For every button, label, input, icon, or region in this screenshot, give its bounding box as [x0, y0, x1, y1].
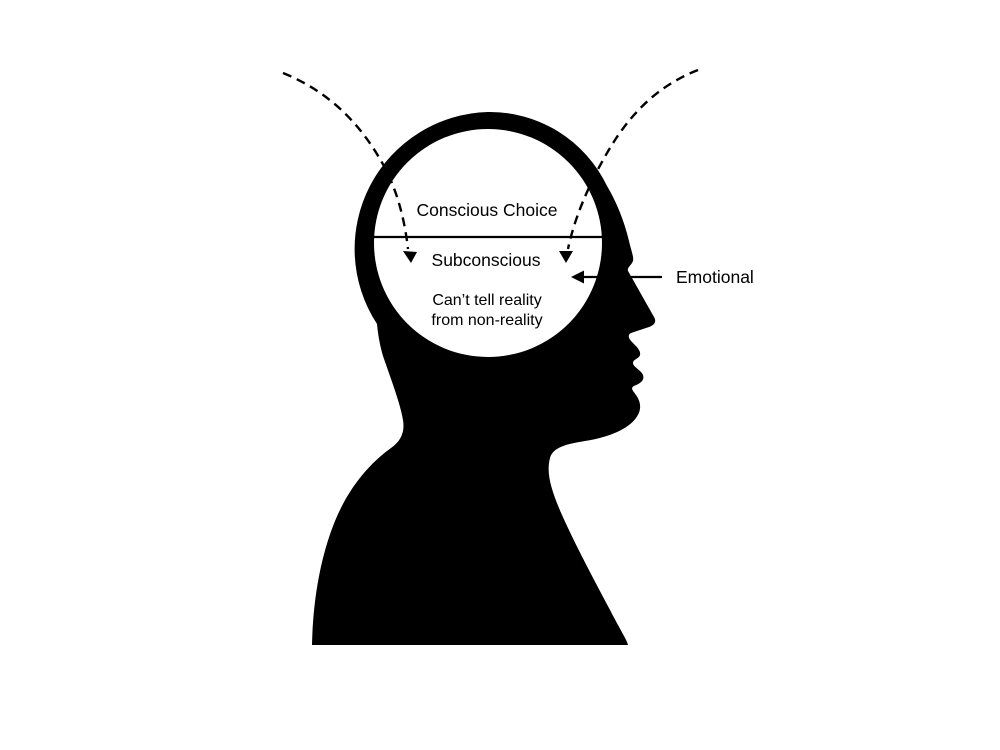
- brain-circle: [374, 129, 602, 357]
- emotional-label: Emotional: [676, 267, 754, 287]
- subconscious-label: Subconscious: [432, 250, 541, 270]
- right-influence-arrowhead-icon: [559, 251, 573, 263]
- emotional-arrowhead-icon: [571, 270, 584, 284]
- right-dashed-influence-line: [566, 68, 699, 250]
- left-influence-arrowhead-icon: [403, 251, 417, 263]
- reality-label-line2: from non-reality: [431, 312, 542, 329]
- left-dashed-influence-line: [282, 71, 410, 250]
- conscious-choice-label: Conscious Choice: [416, 200, 557, 220]
- reality-label-line1: Can’t tell reality: [432, 292, 541, 309]
